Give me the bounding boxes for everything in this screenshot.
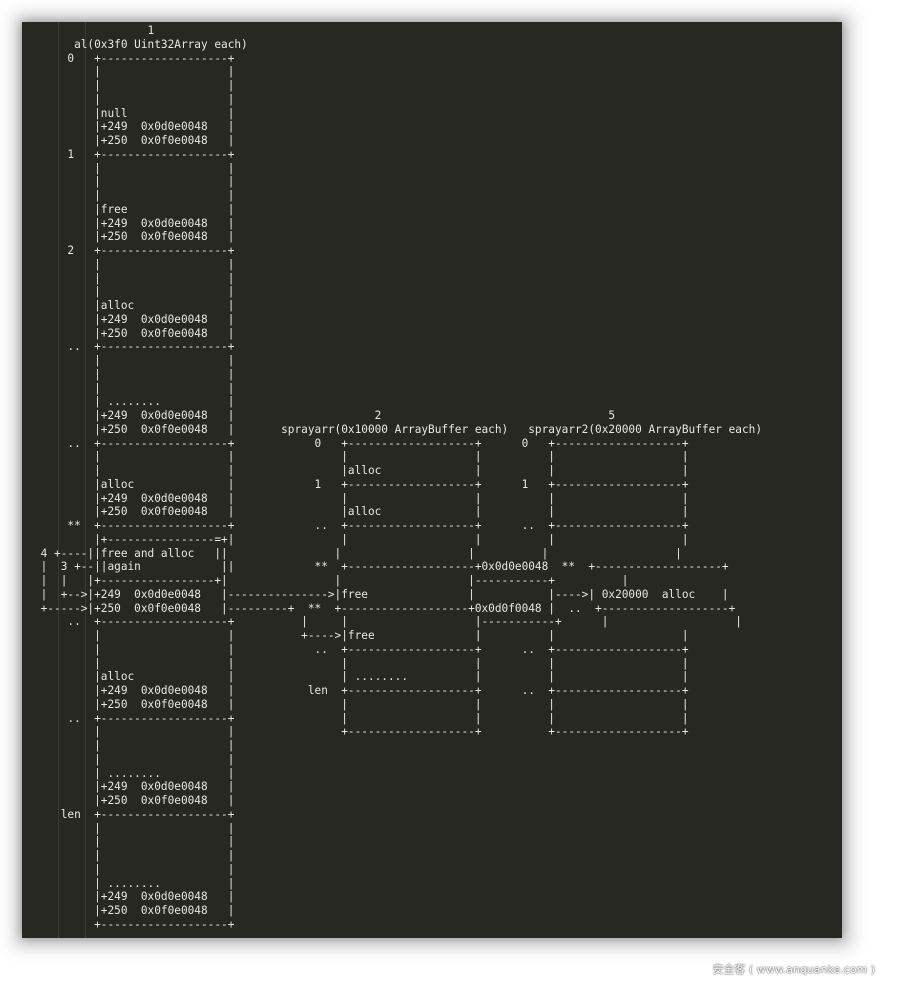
- ascii-memory-diagram: 1 al(0x3f0 Uint32Array each) 0 +--------…: [40, 24, 763, 931]
- indent-guide: [58, 22, 59, 938]
- editor-pane: 1 al(0x3f0 Uint32Array each) 0 +--------…: [22, 22, 842, 938]
- indent-guide: [85, 22, 86, 938]
- watermark-text: 安全客 ( www.anquanke.com ): [712, 963, 875, 976]
